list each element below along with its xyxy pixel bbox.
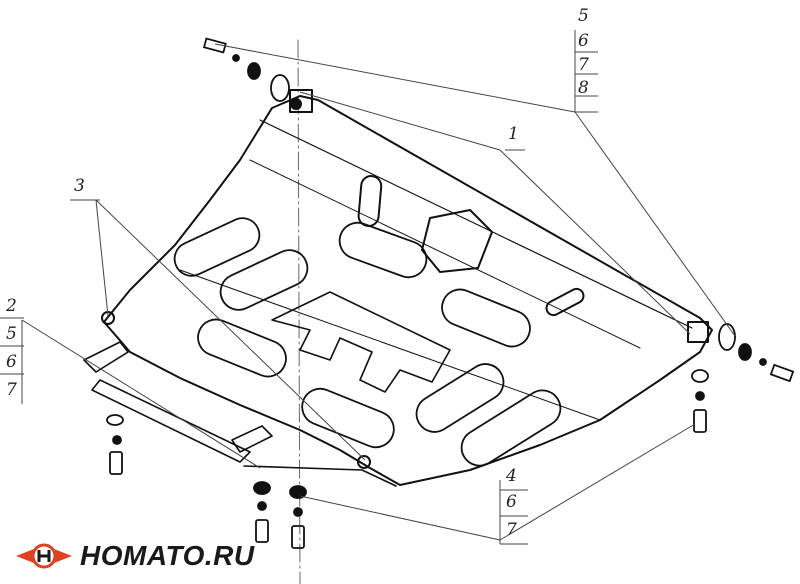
wing-logo-icon — [16, 543, 72, 569]
top-hole — [290, 98, 302, 110]
fasteners-top — [202, 37, 290, 102]
callout-5-top: 5 — [578, 6, 589, 26]
callout-7-top: 7 — [578, 55, 589, 75]
top-tab — [289, 89, 313, 113]
callout-3: 3 — [74, 176, 85, 196]
fasteners-right — [718, 323, 795, 383]
brand-logo[interactable]: HOMATO.RU — [14, 538, 255, 574]
right-tab — [687, 321, 709, 343]
square-cutout — [421, 209, 493, 273]
right-bracket — [231, 425, 273, 453]
leader-lines — [0, 30, 736, 545]
plate-fold — [249, 159, 641, 349]
callout-7-left: 7 — [6, 380, 17, 400]
callout-5-left: 5 — [6, 324, 17, 344]
vent-cutouts — [173, 217, 562, 467]
callout-6-bottom: 6 — [506, 492, 517, 512]
slot-top — [357, 175, 383, 227]
callout-6-top: 6 — [578, 31, 589, 51]
lower-lip — [243, 465, 397, 487]
plate-outline — [103, 95, 713, 486]
callout-1: 1 — [508, 124, 519, 144]
bottom-hole — [357, 455, 371, 469]
callout-7-bottom: 7 — [506, 520, 517, 540]
callout-6-left: 6 — [6, 352, 17, 372]
slot-small — [545, 287, 585, 317]
callout-2-left: 2 — [6, 296, 17, 316]
left-bracket — [83, 341, 251, 463]
callout-8-top: 8 — [578, 78, 589, 98]
plate-ridge — [259, 119, 693, 329]
plate-fold-2 — [179, 269, 601, 421]
fasteners-bottom — [253, 369, 709, 549]
callout-4-bottom: 4 — [506, 466, 517, 486]
brand-name: HOMATO.RU — [80, 540, 255, 571]
fasteners-left — [106, 414, 124, 475]
center-stamp — [271, 291, 451, 393]
